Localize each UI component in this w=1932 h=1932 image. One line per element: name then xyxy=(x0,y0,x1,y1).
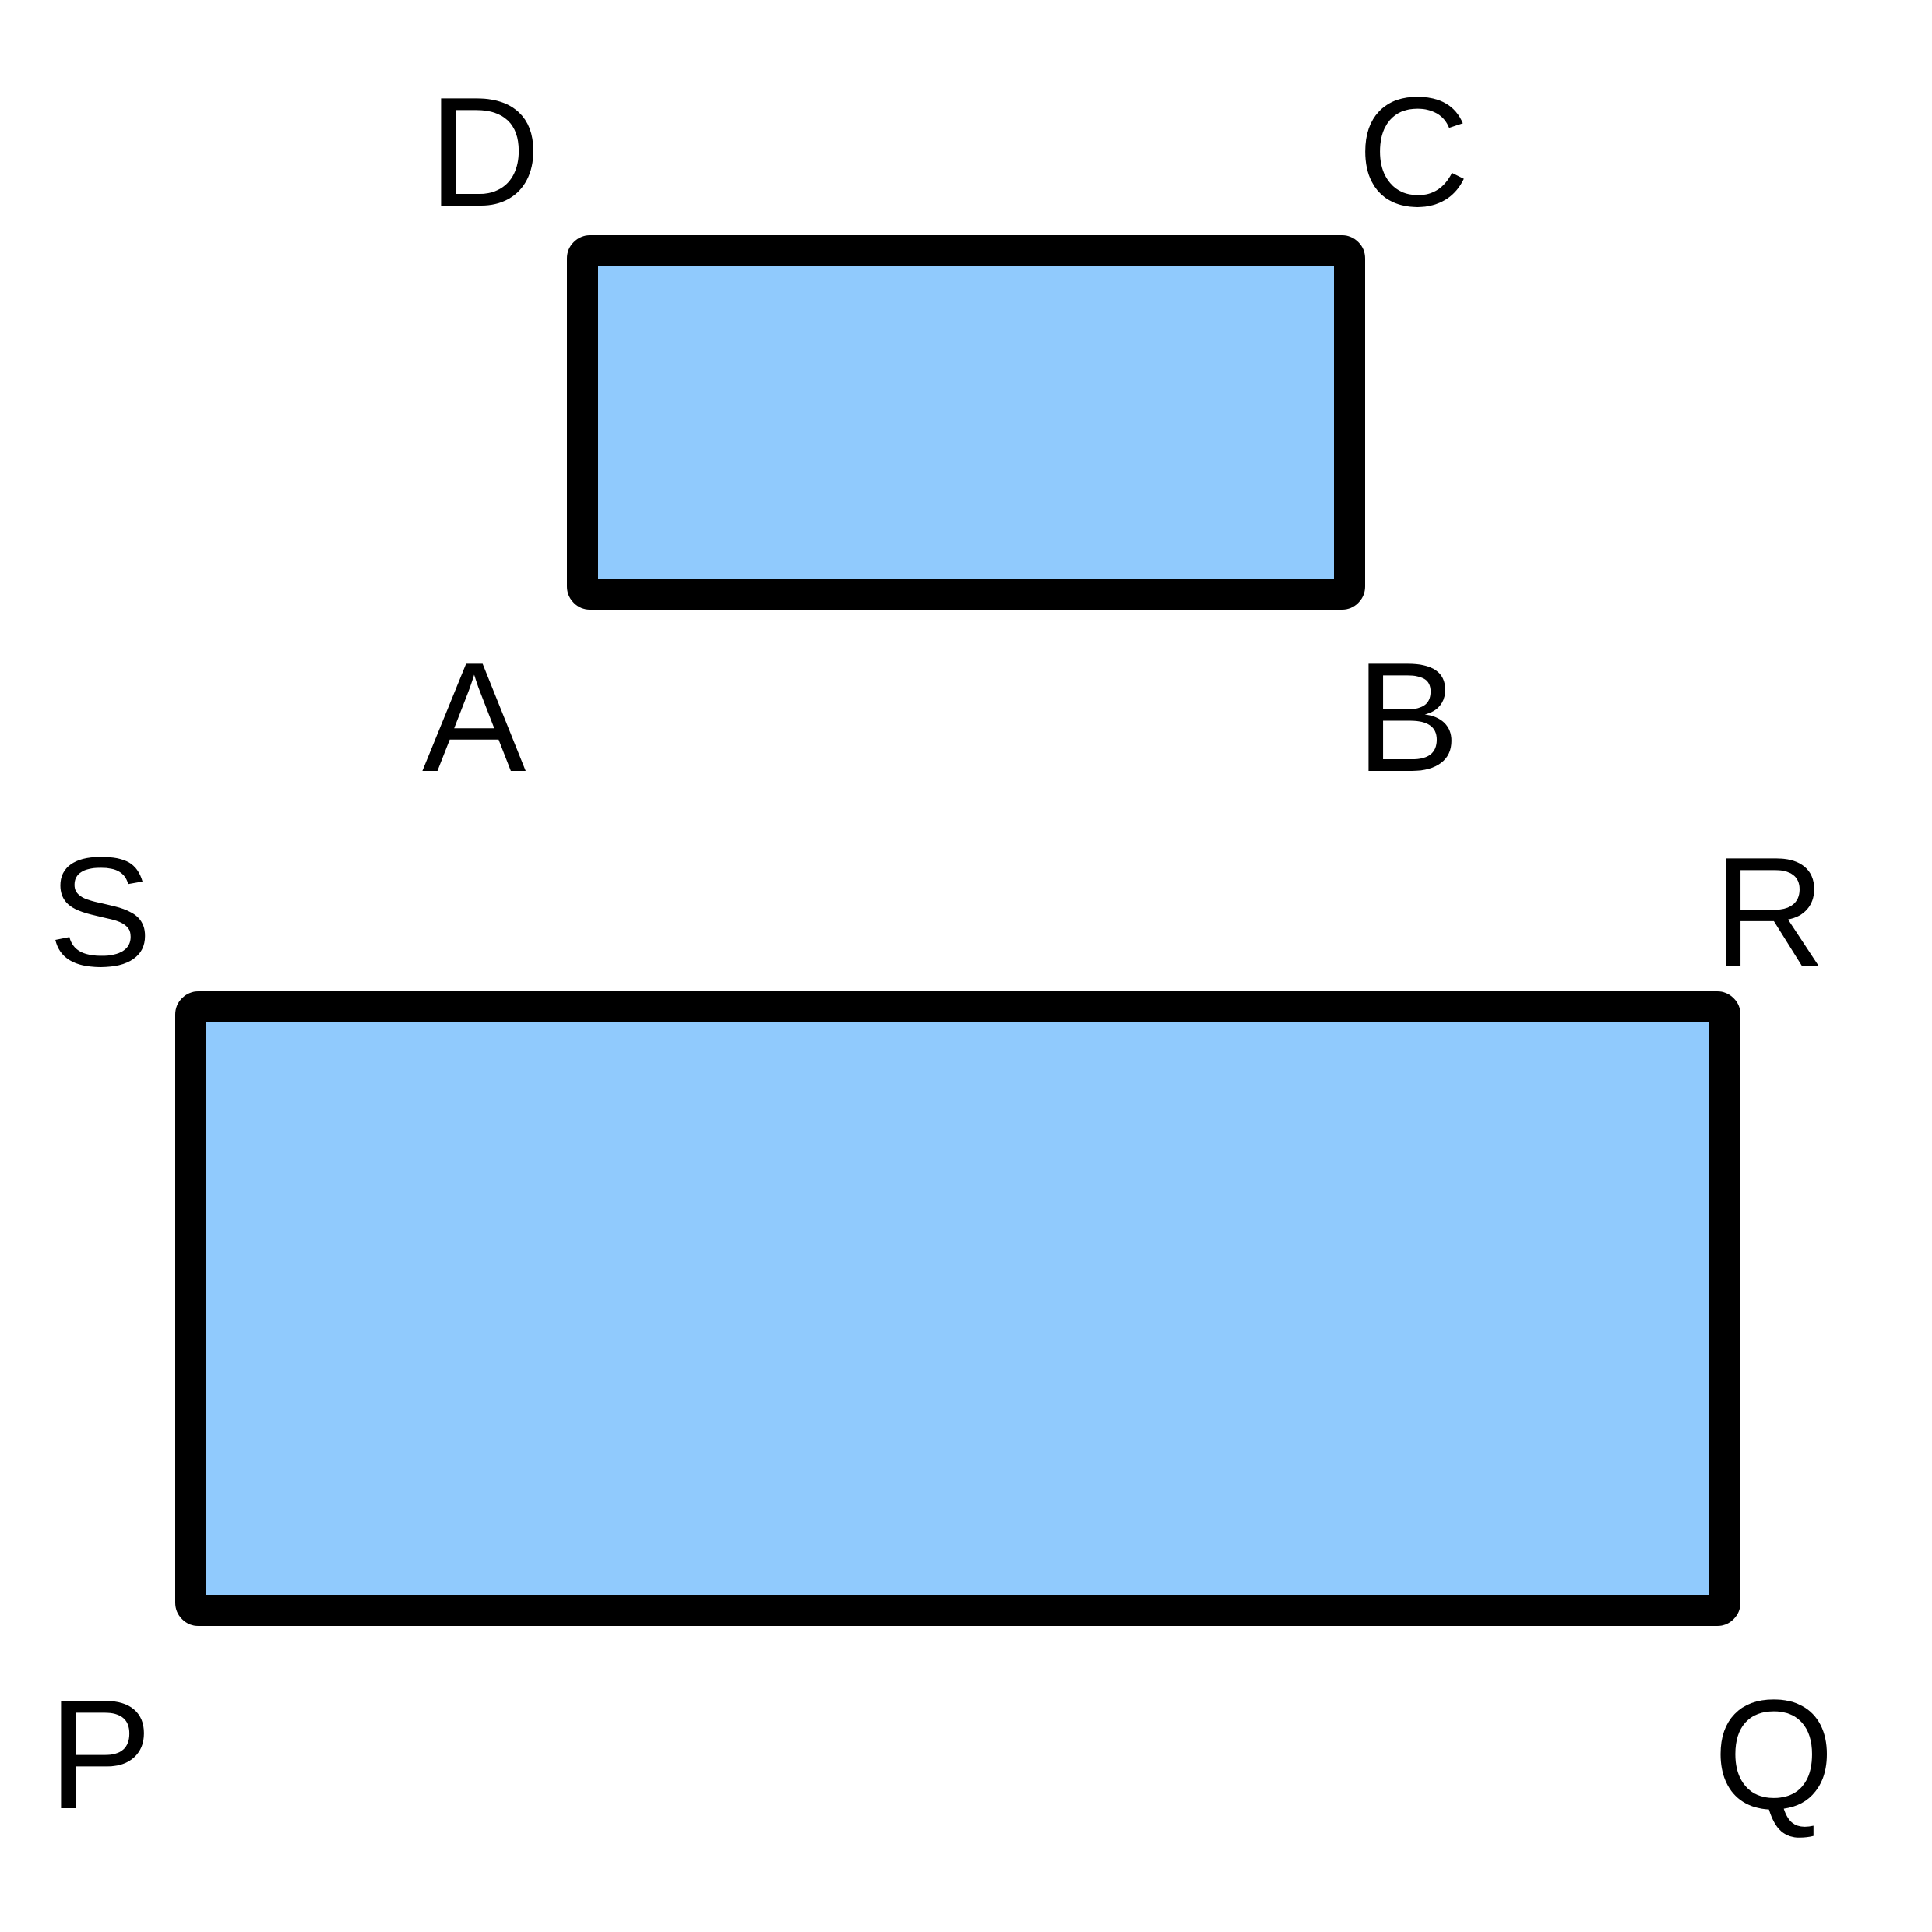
vertex-label-d: D xyxy=(428,65,540,239)
rectangle-abcd xyxy=(567,235,1365,610)
vertex-label-a: A xyxy=(422,631,526,804)
rectangle-pqrs xyxy=(175,991,1740,1626)
vertex-label-p: P xyxy=(48,1668,152,1842)
vertex-label-q: Q xyxy=(1713,1668,1835,1842)
vertex-label-s: S xyxy=(48,825,152,999)
vertex-label-c: C xyxy=(1357,65,1469,239)
vertex-label-b: B xyxy=(1356,631,1459,804)
vertex-label-r: R xyxy=(1713,825,1825,999)
